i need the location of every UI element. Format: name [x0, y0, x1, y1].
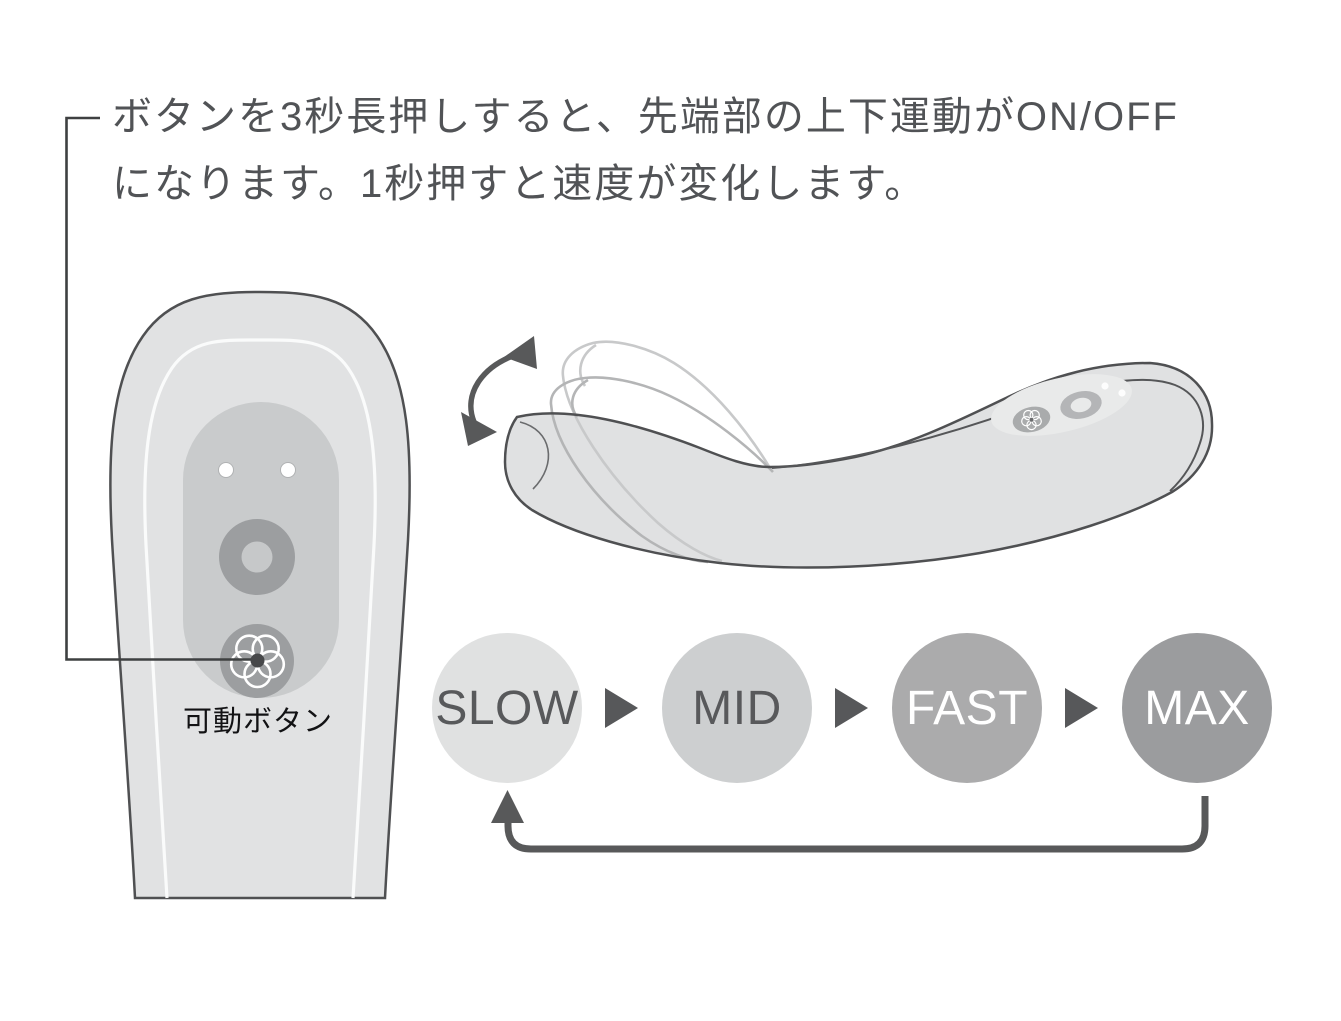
side-indicator-dot-right — [1118, 389, 1126, 397]
side-device-illustration — [461, 336, 1214, 569]
arrow-right-icon — [835, 688, 868, 728]
indicator-dot-left — [218, 462, 234, 478]
front-device-inner-highlight — [143, 338, 377, 899]
power-ring-hole — [241, 541, 273, 573]
movable-button-label: 可動ボタン — [182, 706, 333, 738]
side-flower-center-dot — [1029, 417, 1034, 422]
speed-step-mid-label: MID — [692, 681, 782, 735]
side-device-tip-endcap — [519, 421, 550, 490]
side-power-ring-hole — [1070, 397, 1092, 413]
front-device-illustration — [109, 290, 411, 900]
side-device-control-panel — [991, 374, 1132, 436]
loop-arrow-icon — [491, 790, 1209, 853]
speed-step-mid: MID — [662, 633, 812, 783]
speed-step-slow: SLOW — [432, 633, 582, 783]
speed-step-fast-label: FAST — [905, 681, 1029, 735]
instruction-text: ボタンを3秒長押しすると、先端部の上下運動がON/OFF になります。1秒押すと… — [112, 84, 1322, 218]
speed-step-max-label: MAX — [1144, 681, 1250, 735]
speed-step-max: MAX — [1122, 633, 1272, 783]
arrow-right-icon — [605, 688, 638, 728]
speed-step-fast: FAST — [892, 633, 1042, 783]
instruction-line-2: になります。1秒押すと速度が変化します。 — [112, 162, 927, 206]
arrow-right-icon — [1065, 688, 1098, 728]
side-device-outline — [503, 361, 1214, 569]
indicator-dot-right — [280, 462, 296, 478]
speed-step-slow-label: SLOW — [435, 681, 579, 735]
instruction-line-1: ボタンを3秒長押しすると、先端部の上下運動がON/OFF — [112, 95, 1179, 139]
swing-arrow-icon — [461, 336, 537, 446]
side-indicator-dot-left — [1101, 382, 1109, 390]
callout-connector-line — [65, 116, 252, 661]
callout-anchor-dot — [250, 653, 265, 668]
